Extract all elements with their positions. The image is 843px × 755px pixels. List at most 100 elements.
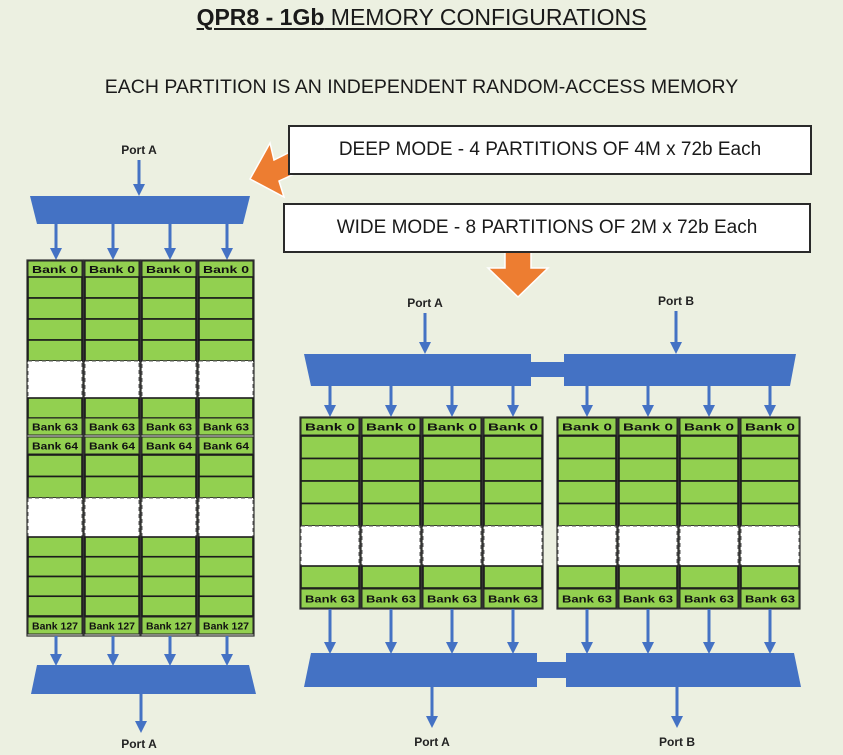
bank-label: Bank 64 — [89, 442, 136, 453]
memory-row — [84, 318, 140, 341]
bank-label: Bank 0 — [684, 423, 735, 434]
bank-label-cell — [618, 417, 678, 436]
bank-label: Bank 64 — [203, 442, 250, 453]
deep-bus-arrows-bottom — [50, 636, 233, 666]
memory-row — [361, 502, 421, 527]
wide-top-bus-link — [529, 362, 567, 377]
bank-label: Bank 0 — [427, 423, 478, 434]
memory-row — [141, 339, 197, 362]
bank-label-cell — [740, 417, 800, 436]
memory-row — [27, 475, 83, 499]
memory-row — [198, 536, 254, 558]
wide-bottom-bus-link — [535, 662, 569, 678]
address-gap — [361, 525, 421, 567]
memory-row — [141, 276, 197, 299]
bank-label-cell — [27, 436, 83, 455]
bank-label: Bank 127 — [203, 622, 249, 633]
memory-row — [198, 276, 254, 299]
memory-row — [483, 565, 543, 589]
bank-label: Bank 0 — [366, 423, 417, 434]
memory-row — [422, 457, 482, 482]
deep-mode-box: DEEP MODE - 4 PARTITIONS OF 4M x 72b Eac… — [288, 125, 812, 175]
memory-row — [198, 575, 254, 598]
deep-port-top-label: Port A — [121, 143, 157, 157]
wide-partitions: Bank 0 Bank 63 Bank 0 Bank 63 Bank 0 Bank 63 B… — [299, 416, 801, 610]
address-gap — [740, 525, 800, 567]
address-gap — [422, 525, 482, 567]
address-gap — [198, 497, 254, 538]
memory-row — [27, 454, 83, 478]
memory-row — [740, 480, 800, 505]
bank-label: Bank 63 — [366, 595, 417, 606]
memory-row — [141, 397, 197, 419]
wide-right-bottom-bus — [566, 653, 801, 687]
memory-row — [141, 318, 197, 341]
memory-row — [679, 480, 739, 505]
page-title: QPR8 - 1Gb MEMORY CONFIGURATIONS — [196, 4, 647, 30]
address-gap — [141, 497, 197, 538]
address-gap — [84, 360, 140, 399]
address-gap — [618, 525, 678, 567]
memory-row — [422, 565, 482, 589]
wide-right-port-top-label: Port B — [658, 294, 694, 308]
bank-label-cell — [618, 588, 678, 609]
bank-label-cell — [141, 436, 197, 455]
memory-row — [679, 435, 739, 460]
bank-label: Bank 63 — [745, 595, 796, 606]
address-gap — [300, 525, 360, 567]
address-gap — [84, 497, 140, 538]
bank-label: Bank 0 — [32, 265, 79, 276]
bank-label-cell — [557, 417, 617, 436]
bank-label-cell — [141, 616, 197, 635]
memory-row — [618, 480, 678, 505]
memory-row — [198, 595, 254, 617]
bank-label: Bank 63 — [89, 423, 136, 434]
memory-row — [27, 297, 83, 320]
memory-row — [361, 480, 421, 505]
bank-label-cell — [84, 616, 140, 635]
bank-label-cell — [483, 417, 543, 436]
address-gap — [141, 360, 197, 399]
bank-label: Bank 63 — [562, 595, 613, 606]
memory-row — [740, 565, 800, 589]
memory-row — [27, 276, 83, 299]
address-gap — [198, 360, 254, 399]
wide-partition-2: Bank 0 Bank 63 — [360, 416, 422, 610]
memory-row — [84, 454, 140, 478]
memory-row — [300, 457, 360, 482]
memory-row — [557, 565, 617, 589]
memory-row — [422, 480, 482, 505]
bank-label: Bank 63 — [305, 595, 356, 606]
wide-right-port-bottom-label: Port B — [659, 735, 695, 749]
bank-label: Bank 0 — [745, 423, 796, 434]
bank-label: Bank 127 — [89, 622, 135, 633]
bank-label-cell — [84, 436, 140, 455]
memory-row — [679, 565, 739, 589]
bank-label-cell — [198, 436, 254, 455]
deep-bottom-bus — [31, 665, 256, 694]
memory-row — [198, 555, 254, 578]
bank-label: Bank 0 — [623, 423, 674, 434]
memory-row — [141, 475, 197, 499]
address-gap — [27, 497, 83, 538]
bank-label: Bank 63 — [684, 595, 735, 606]
memory-row — [422, 502, 482, 527]
memory-row — [27, 339, 83, 362]
memory-row — [84, 297, 140, 320]
bank-label: Bank 63 — [146, 423, 193, 434]
bank-label: Bank 0 — [203, 265, 250, 276]
memory-row — [141, 595, 197, 617]
memory-row — [27, 595, 83, 617]
deep-top-bus — [30, 196, 250, 224]
bank-label-cell — [198, 417, 254, 436]
memory-row — [84, 276, 140, 299]
memory-row — [740, 502, 800, 527]
memory-row — [483, 435, 543, 460]
bank-label-cell — [740, 588, 800, 609]
memory-row — [84, 475, 140, 499]
